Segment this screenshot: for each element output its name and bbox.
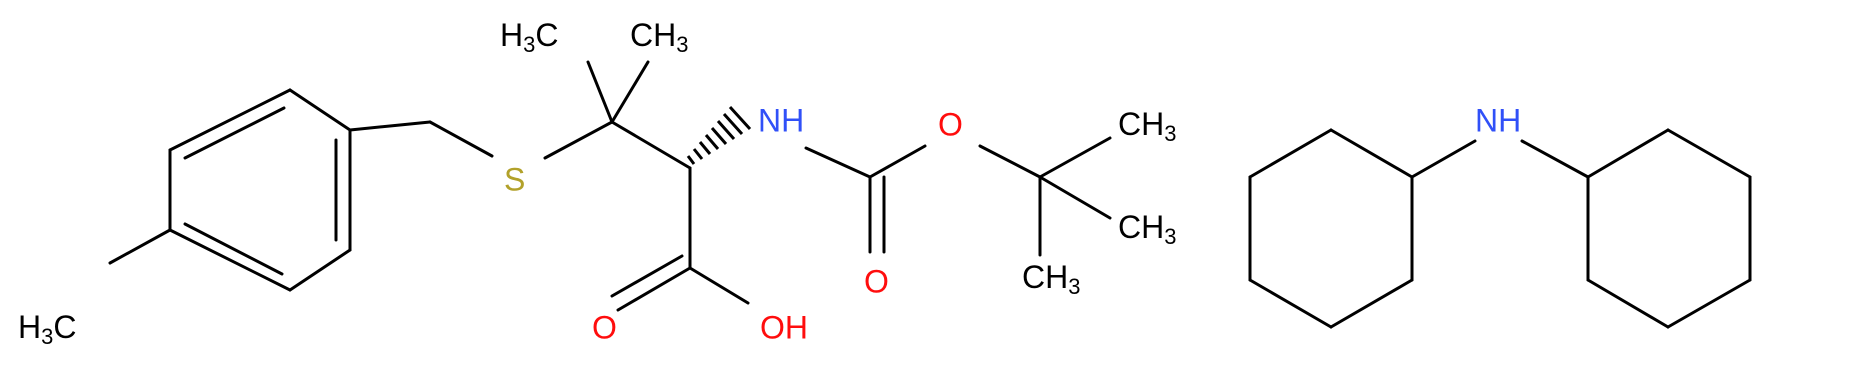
bond [868,144,927,179]
bond [1666,128,1752,179]
bond [1520,139,1590,179]
bond [1038,136,1112,179]
nh-amine-label: NH [1475,102,1521,138]
bond [348,120,432,132]
bond [168,228,292,292]
bond [610,60,650,124]
ch3-label-1: CH3 [1118,106,1176,145]
bond [978,144,1042,179]
bond [1329,128,1414,179]
molecule-boc-penicillamine: H3C S H3C CH3 NH O CH3 CH3 CH3 O O OH [18,17,1176,348]
acid-oxygen-label: O [592,309,617,345]
bond [428,120,494,158]
bond [1329,278,1414,329]
hydroxyl-label: OH [760,309,808,345]
bond [1248,278,1333,329]
bond [610,120,692,170]
ch3-label-3: CH3 [1022,259,1080,298]
stereo-hash-bond [686,105,752,165]
ch3-label-2: CH3 [1118,209,1176,248]
bond [804,146,872,179]
bond [168,88,292,152]
bond [616,266,692,312]
bond [288,248,352,292]
bond-aromatic-inner [183,106,286,160]
sulfur-label: S [504,161,525,197]
h3c-top-label: H3C [500,17,558,56]
h3c-left-label: H3C [18,309,76,348]
ester-oxygen-label: O [938,106,963,142]
bond [108,228,172,265]
bond [1038,175,1112,220]
bond [1586,278,1670,329]
bond [1586,128,1670,179]
bond [688,266,750,305]
bond [288,88,352,132]
bond [543,120,614,160]
carbonyl-oxygen-label: O [864,263,889,299]
bond-aromatic-inner [183,222,284,276]
ch3-top-label: CH3 [630,17,688,56]
bond [1410,139,1477,179]
bond [1248,128,1333,179]
nh-boc-label: NH [758,102,804,138]
bond [610,254,684,298]
bond [586,60,614,124]
molecule-dicyclohexylamine: NH [1248,102,1752,329]
bond [1666,278,1752,329]
